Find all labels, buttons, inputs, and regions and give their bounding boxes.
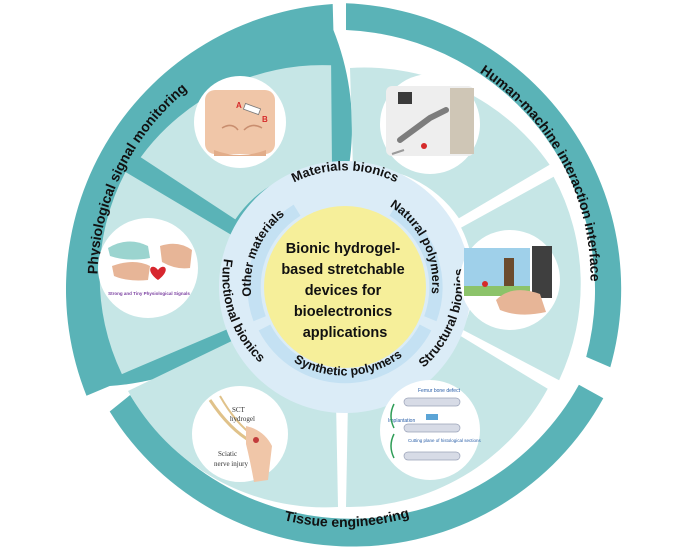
- panel-robot-hand: [380, 74, 480, 174]
- nerve-label-sct: SCT: [232, 406, 246, 414]
- center-line-2: based stretchable: [281, 262, 404, 278]
- outer-ring-right-segment: [346, 3, 622, 368]
- center-line-4: bioelectronics: [294, 304, 392, 320]
- chest-label-a: A: [236, 101, 242, 110]
- panel-chest: A B: [194, 76, 286, 168]
- bone-label-cutting: Cutting plane of histological sections: [408, 438, 482, 443]
- center-circle: [264, 206, 426, 368]
- panel-bone-implant: Femur bone defect Implantation Cutting p…: [380, 380, 482, 480]
- inner-ring: [247, 204, 443, 384]
- center-line-5: applications: [303, 325, 388, 341]
- center-line-1: Bionic hydrogel-: [286, 241, 401, 257]
- outer-ring-bottom-segment: [109, 384, 604, 547]
- panel-hand-signals: Strong and Tiny Physiological Signals: [98, 218, 198, 318]
- center-line-3: devices for: [305, 283, 382, 299]
- inner-ring-segment-bottom: [258, 324, 432, 384]
- chest-label-b: B: [262, 115, 268, 124]
- nerve-label-sciatic: Sciatic: [218, 450, 237, 458]
- nerve-label-injury: nerve injury: [214, 460, 249, 468]
- bone-label-implantation: Implantation: [388, 418, 415, 424]
- panel-nerve: SCT hydrogel Sciatic nerve injury: [192, 386, 288, 482]
- inner-ring-segment-right: [389, 204, 443, 322]
- bone-label-defect: Femur bone defect: [418, 388, 461, 394]
- inner-ring-segment-left: [247, 204, 301, 322]
- hand-signals-caption: Strong and Tiny Physiological Signals: [108, 291, 190, 296]
- panel-game-screen: [460, 230, 560, 330]
- center-title: Bionic hydrogel- based stretchable devic…: [281, 241, 408, 341]
- nerve-label-hydrogel: hydrogel: [230, 415, 255, 423]
